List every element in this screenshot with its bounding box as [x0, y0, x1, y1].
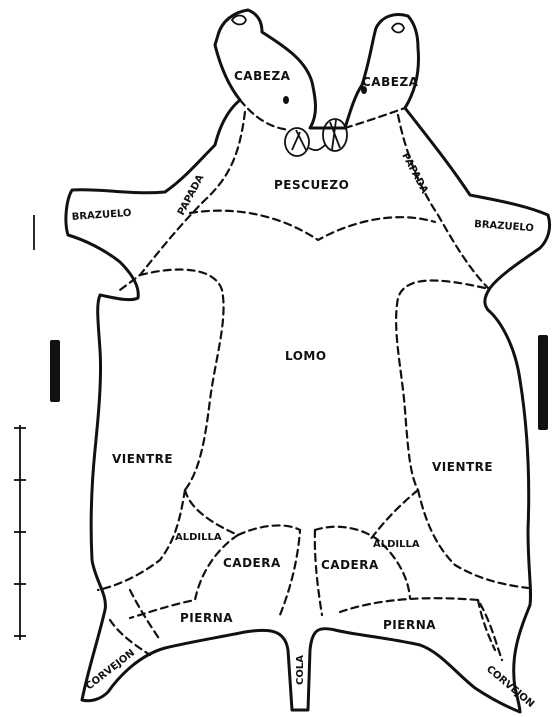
label-pescuezo: PESCUEZO: [274, 178, 349, 192]
label-cabeza-left: CABEZA: [234, 69, 291, 83]
label-cola: COLA: [295, 655, 306, 685]
label-pierna-right: PIERNA: [383, 618, 436, 632]
label-aldilla-left: ALDILLA: [175, 532, 222, 543]
label-brazuelo-left: BRAZUELO: [71, 208, 131, 223]
margin-marks: [14, 215, 548, 640]
label-corvejon-right: CORVEJON: [484, 664, 536, 710]
label-vientre-right: VIENTRE: [432, 460, 493, 474]
label-vientre-left: VIENTRE: [112, 452, 173, 466]
label-cadera-right: CADERA: [321, 558, 379, 572]
label-cabeza-right: CABEZA: [362, 75, 419, 89]
label-lomo: LOMO: [285, 349, 327, 363]
label-aldilla-right: ALDILLA: [373, 539, 420, 550]
label-pierna-left: PIERNA: [180, 611, 233, 625]
label-cadera-left: CADERA: [223, 556, 281, 570]
label-papada-right: PAPADA: [399, 151, 430, 196]
label-brazuelo-right: BRAZUELO: [474, 219, 534, 234]
